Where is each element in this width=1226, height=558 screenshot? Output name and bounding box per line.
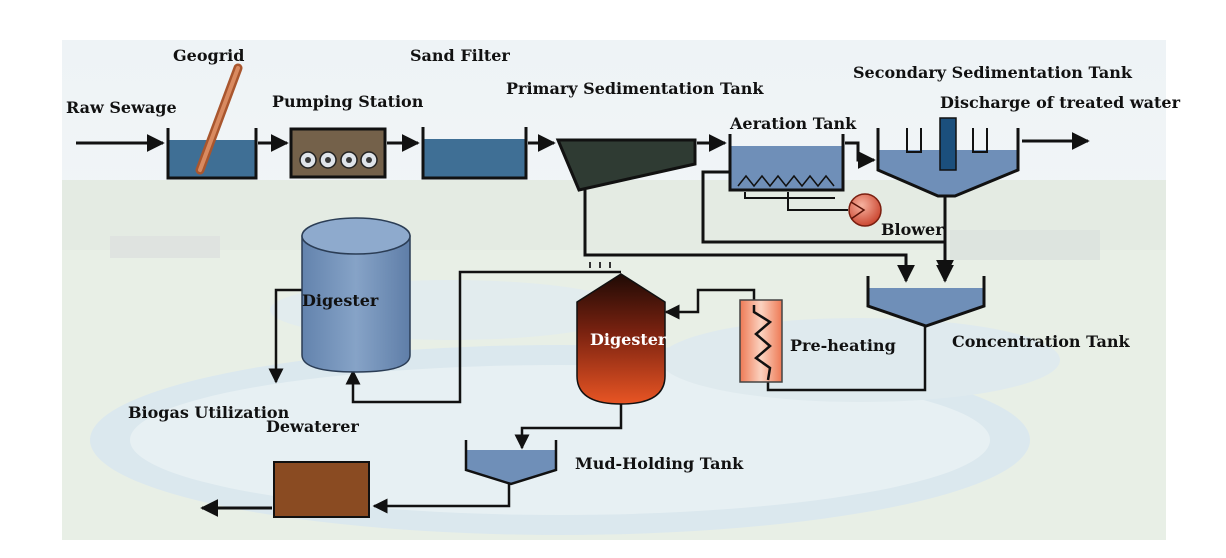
heated-digester: [576, 262, 666, 405]
label-concentration-tank: Concentration Tank: [952, 332, 1130, 351]
flow-lines: [76, 132, 1090, 517]
storage-digester: [301, 217, 411, 373]
label-pumping-station: Pumping Station: [272, 92, 424, 111]
label-primary-sedimentation-tank: Primary Sedimentation Tank: [506, 79, 764, 98]
label-discharge: Discharge of treated water: [940, 93, 1181, 112]
label-raw-sewage: Raw Sewage: [66, 98, 177, 117]
pre-heating-unit: [739, 299, 783, 383]
pumping-station: [289, 127, 387, 179]
primary-sedimentation-tank: [555, 138, 697, 192]
label-biogas-utilization: Biogas Utilization: [128, 403, 290, 422]
label-mud-holding-tank: Mud-Holding Tank: [575, 454, 744, 473]
label-sand-filter: Sand Filter: [410, 46, 510, 65]
aeration-tank: [728, 134, 845, 192]
label-geogrid: Geogrid: [173, 46, 245, 65]
mud-holding-tank: [464, 440, 558, 486]
label-secondary-sedimentation-tank: Secondary Sedimentation Tank: [853, 63, 1132, 82]
blower: [848, 193, 882, 227]
label-aeration-tank: Aeration Tank: [730, 114, 857, 133]
sand-filter: [421, 127, 528, 180]
secondary-sedimentation-tank: [876, 117, 1020, 198]
label-dewaterer: Dewaterer: [266, 417, 359, 436]
label-heated-digester: Digester: [590, 330, 667, 349]
label-pre-heating: Pre-heating: [790, 336, 896, 355]
geogrid-channel: [166, 63, 258, 180]
concentration-tank: [866, 276, 986, 328]
label-storage-digester: Digester: [302, 291, 379, 310]
dewaterer-unit: [273, 461, 370, 518]
label-blower: Blower: [881, 220, 944, 239]
